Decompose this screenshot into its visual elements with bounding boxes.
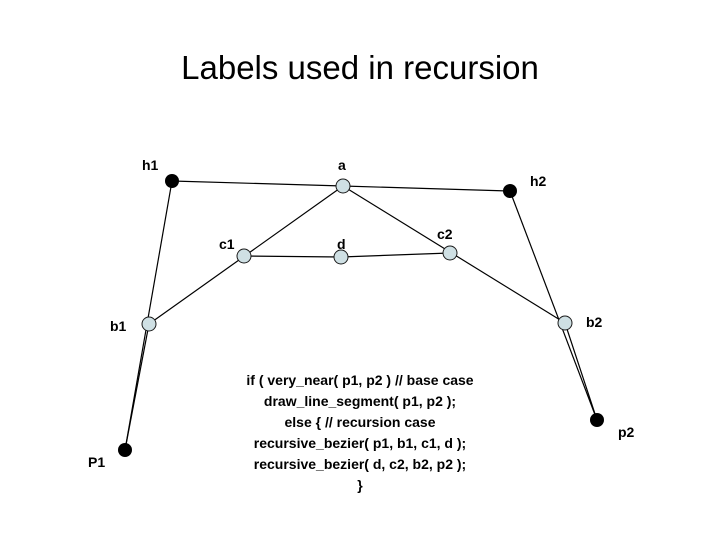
node-label-d: d [337, 236, 346, 252]
edge-P1-b1 [124, 323, 150, 451]
edge-c1-d [243, 255, 342, 258]
node-label-P1: P1 [88, 454, 106, 470]
node-label-b1: b1 [110, 318, 127, 334]
code-line: else { // recursion case [284, 414, 436, 430]
edge-h1-a [171, 180, 344, 187]
node-P1 [118, 443, 132, 457]
node-c2 [442, 245, 458, 261]
node-b1 [141, 316, 157, 332]
node-h1 [165, 174, 179, 188]
node-label-h2: h2 [530, 173, 547, 189]
edge-b2-p2 [564, 322, 598, 421]
node-label-h1: h1 [142, 157, 159, 173]
edge-h2-p2 [509, 190, 598, 421]
node-label-a: a [338, 157, 346, 173]
node-label-b2: b2 [586, 314, 603, 330]
node-label-c2: c2 [437, 226, 453, 242]
node-layer [118, 174, 604, 457]
code-line: if ( very_near( p1, p2 ) // base case [246, 372, 474, 388]
pseudocode-block: if ( very_near( p1, p2 ) // base case dra… [150, 370, 570, 496]
node-a [335, 178, 351, 194]
node-h2 [503, 184, 517, 198]
page-title: Labels used in recursion [181, 49, 539, 86]
node-label-c1: c1 [219, 236, 235, 252]
node-d [333, 249, 349, 265]
node-c1 [236, 248, 252, 264]
edge-P1-h1 [124, 180, 173, 451]
edge-layer [124, 180, 598, 451]
node-b2 [557, 315, 573, 331]
edge-d-c2 [340, 252, 451, 258]
edge-a-h2 [342, 185, 511, 192]
code-line: draw_line_segment( p1, p2 ); [263, 393, 457, 409]
node-p2 [590, 413, 604, 427]
code-line: recursive_bezier( d, c2, b2, p2 ); [253, 456, 467, 472]
code-line: recursive_bezier( p1, b1, c1, d ); [253, 435, 467, 451]
code-line: } [357, 477, 363, 493]
node-label-p2: p2 [618, 424, 635, 440]
